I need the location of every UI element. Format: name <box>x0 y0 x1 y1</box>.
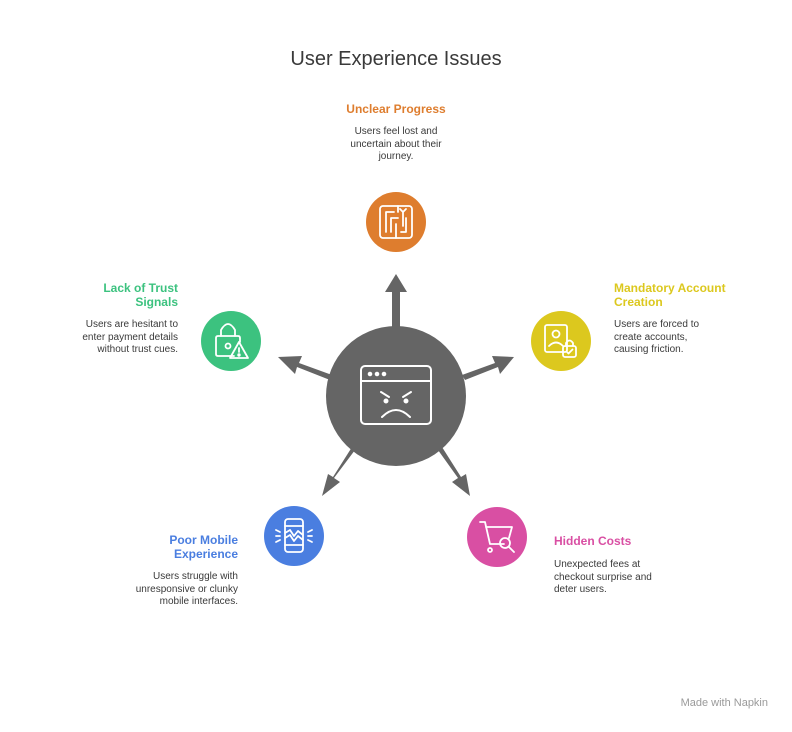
arrow-up <box>385 274 407 330</box>
unclear-progress-description: Users feel lost and uncertain about thei… <box>350 126 442 162</box>
poor-mobile-description: Users struggle with unresponsive or clun… <box>135 571 238 607</box>
lack-of-trust-description: Users are hesitant to enter payment deta… <box>82 319 178 355</box>
broken-phone-icon <box>275 518 313 553</box>
lack-of-trust-heading: Lack of Trust Signals <box>103 281 178 309</box>
poor-mobile-heading: Poor Mobile Experience <box>169 533 238 561</box>
connector-arrows <box>278 274 514 496</box>
cart-search-icon <box>479 521 515 553</box>
account-lock-icon <box>544 324 577 358</box>
hidden-costs-description: Unexpected fees at checkout surprise and… <box>554 559 652 595</box>
unclear-progress-heading: Unclear Progress <box>346 102 446 116</box>
lack-of-trust-circle <box>201 311 261 371</box>
lock-warning-icon <box>215 323 249 359</box>
hidden-costs-heading: Hidden Costs <box>554 534 632 548</box>
diagram-title: User Experience Issues <box>290 48 502 70</box>
arrow-downright <box>438 447 470 496</box>
maze-icon <box>379 205 413 239</box>
hub-circle <box>326 326 466 466</box>
mandatory-account-heading: Mandatory Account Creation <box>614 281 726 309</box>
arrow-upleft <box>278 356 332 380</box>
unclear-progress-circle <box>366 192 426 252</box>
hidden-costs-circle <box>467 507 527 567</box>
frustrated-browser-icon <box>360 365 432 425</box>
arrow-upright <box>462 356 514 380</box>
mandatory-account-circle <box>531 311 591 371</box>
arrow-downleft <box>322 447 355 496</box>
mandatory-account-description: Users are forced to create accounts, cau… <box>614 319 700 355</box>
napkin-watermark: Made with Napkin <box>680 697 768 709</box>
